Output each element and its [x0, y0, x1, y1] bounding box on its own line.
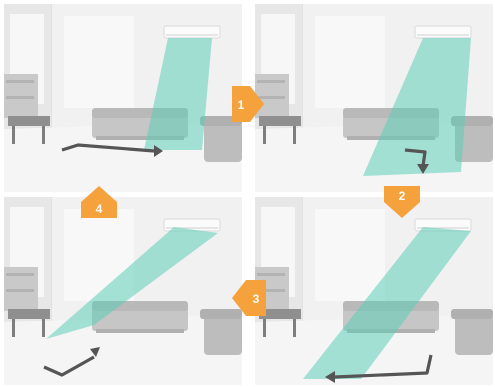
- scene-panel-top-right: [255, 4, 493, 192]
- step-2-badge: 2: [384, 186, 420, 218]
- step-3-badge: 3: [232, 280, 266, 316]
- step-1-badge: 1: [232, 86, 266, 122]
- step-4-number: 4: [96, 202, 103, 216]
- step-2-number: 2: [399, 189, 406, 203]
- step-3-number: 3: [253, 292, 260, 306]
- step-1-number: 1: [238, 98, 245, 112]
- scene-panel-bottom-right: [255, 197, 493, 385]
- arrow-left-icon: [232, 280, 266, 316]
- step-4-badge: 4: [81, 186, 117, 218]
- scene-panel-bottom-left: [4, 197, 242, 385]
- scene-panel-top-left: [4, 4, 242, 192]
